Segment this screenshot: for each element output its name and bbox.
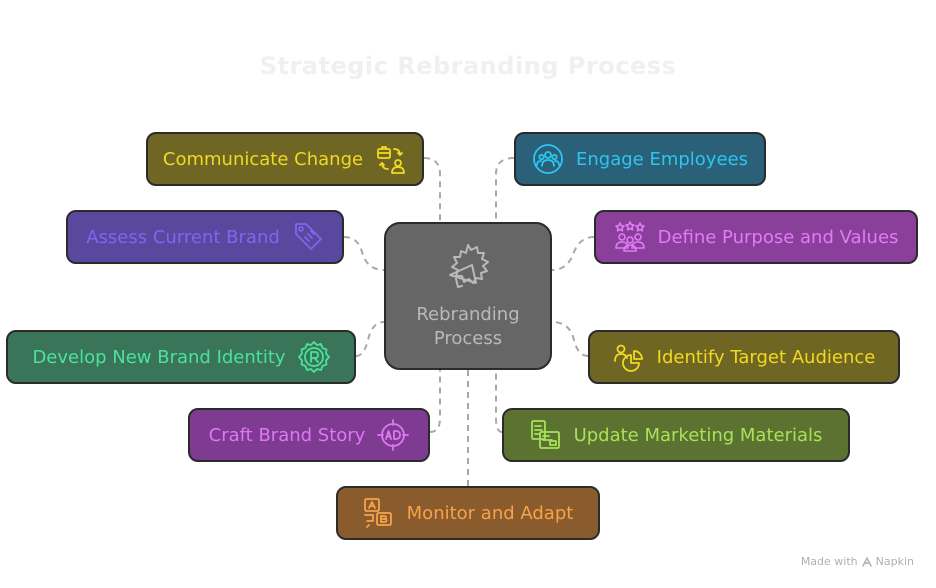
node-communicate-change[interactable]: Communicate Change: [146, 132, 424, 186]
connector-engage-employees: [495, 157, 515, 222]
audience-chart-icon: [613, 341, 645, 373]
node-identify-target-audience[interactable]: Identify Target Audience: [588, 330, 900, 384]
connector-identify-target-audience: [551, 321, 589, 357]
ad-target-icon: [377, 419, 410, 451]
footer-attribution[interactable]: Made with Napkin: [801, 555, 914, 568]
connector-update-marketing-materials: [495, 370, 503, 433]
node-assess-current-brand[interactable]: Assess Current Brand: [66, 210, 344, 264]
node-label: Define Purpose and Values: [657, 226, 899, 248]
connector-craft-brand-story: [429, 370, 441, 433]
node-label: Assess Current Brand: [86, 226, 280, 248]
megaphone-icon: [442, 241, 494, 293]
node-label: Craft Brand Story: [208, 424, 366, 446]
documents-icon: [530, 419, 562, 451]
footer-brand: Napkin: [875, 555, 914, 568]
center-node-rebranding-process[interactable]: Rebranding Process: [384, 222, 552, 370]
footer-made-with: Made with: [800, 555, 858, 568]
node-label: Communicate Change: [162, 148, 364, 170]
node-label: Update Marketing Materials: [573, 424, 823, 446]
center-label-line2: Process: [433, 328, 503, 349]
center-label-line1: Rebranding: [416, 304, 520, 325]
connector-communicate-change: [423, 157, 441, 222]
node-label: Engage Employees: [576, 148, 748, 170]
node-label: Identify Target Audience: [656, 346, 876, 368]
connector-assess-current-brand: [343, 236, 385, 271]
node-label: Monitor and Adapt: [406, 502, 574, 524]
ab-test-icon: [363, 497, 395, 529]
connector-define-purpose-values: [551, 236, 595, 271]
node-engage-employees[interactable]: Engage Employees: [514, 132, 766, 186]
briefcase-person-icon: [375, 143, 407, 175]
diagram-title: Strategic Rebranding Process: [259, 52, 677, 80]
napkin-logo-icon: [861, 556, 872, 567]
node-update-marketing-materials[interactable]: Update Marketing Materials: [502, 408, 850, 462]
connector-develop-brand-identity: [355, 321, 385, 357]
node-define-purpose-values[interactable]: Define Purpose and Values: [594, 210, 918, 264]
node-monitor-adapt[interactable]: Monitor and Adapt: [336, 486, 600, 540]
node-craft-brand-story[interactable]: Craft Brand Story: [188, 408, 430, 462]
price-tag-icon: [292, 221, 324, 253]
node-label: Develop New Brand Identity: [32, 346, 286, 368]
node-develop-brand-identity[interactable]: Develop New Brand Identity: [6, 330, 356, 384]
group-icon: [532, 143, 564, 175]
registered-badge-icon: [297, 341, 330, 373]
team-stars-icon: [614, 221, 646, 253]
